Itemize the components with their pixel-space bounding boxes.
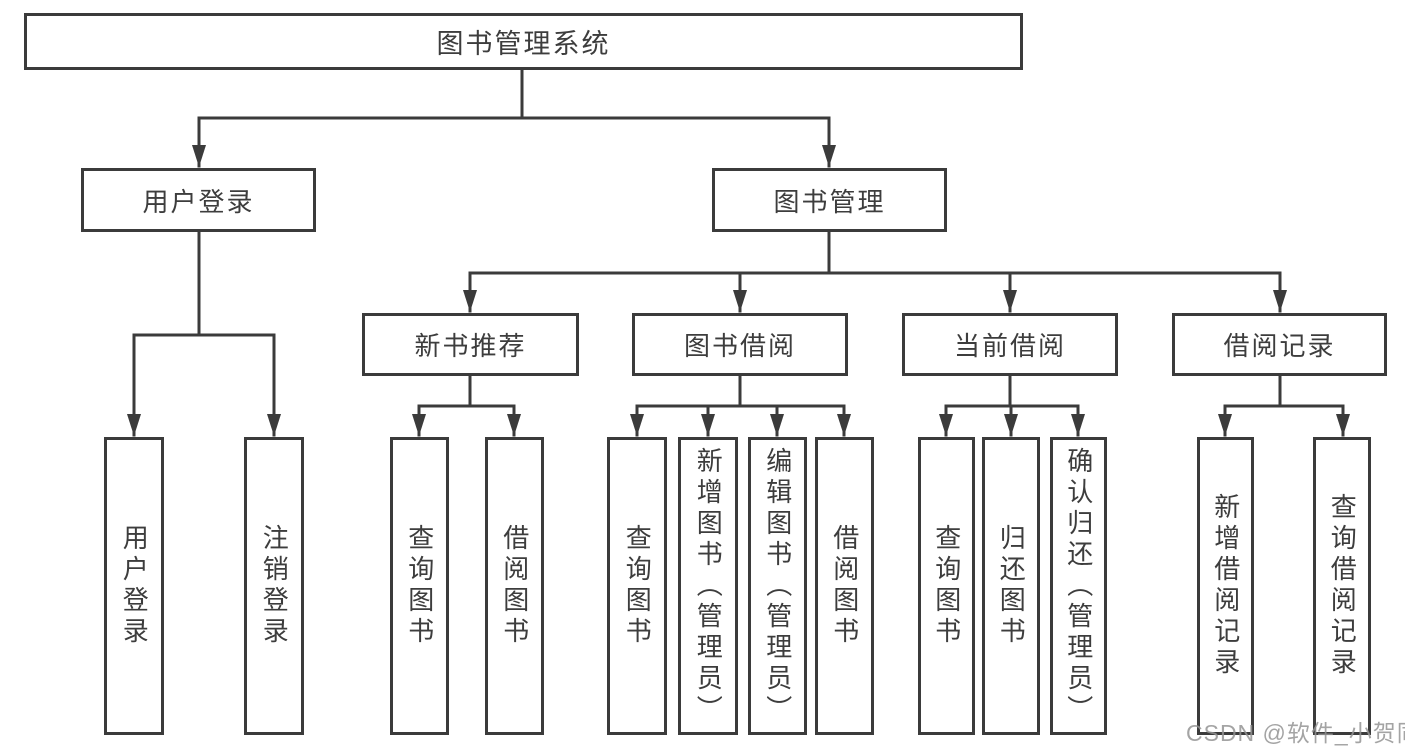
edges-book-borrow xyxy=(630,374,851,437)
node-leaf-query-book-1: 查询图书 xyxy=(390,437,449,735)
edges-book-management xyxy=(463,230,1287,313)
edges-user-login xyxy=(127,230,281,437)
node-leaf-query-borrow-record: 查询借阅记录 xyxy=(1313,437,1371,735)
node-leaf-add-book-admin: 新增图书（管理员） xyxy=(678,437,738,735)
node-library-management-system: 图书管理系统 xyxy=(24,13,1023,70)
node-borrow-records: 借阅记录 xyxy=(1172,313,1387,376)
node-leaf-confirm-return-admin: 确认归还（管理员） xyxy=(1050,437,1107,735)
node-new-book-recommend: 新书推荐 xyxy=(362,313,579,376)
node-leaf-logout: 注销登录 xyxy=(244,437,304,735)
node-leaf-query-book-2: 查询图书 xyxy=(607,437,667,735)
node-current-borrow: 当前借阅 xyxy=(902,313,1118,376)
node-leaf-borrow-book-1: 借阅图书 xyxy=(485,437,544,735)
csdn-watermark: CSDN @软件_小贺同学 xyxy=(1186,720,1405,746)
edges-root xyxy=(192,68,836,168)
edges-current-borrow xyxy=(939,374,1085,437)
node-book-borrow: 图书借阅 xyxy=(632,313,848,376)
node-leaf-return-book: 归还图书 xyxy=(982,437,1040,735)
edges-borrow-records xyxy=(1218,374,1350,437)
node-leaf-user-login: 用户登录 xyxy=(104,437,164,735)
edges-new-book xyxy=(412,374,521,437)
node-user-login: 用户登录 xyxy=(81,168,316,232)
node-leaf-edit-book-admin: 编辑图书（管理员） xyxy=(748,437,807,735)
node-leaf-borrow-book-2: 借阅图书 xyxy=(815,437,874,735)
node-leaf-query-book-3: 查询图书 xyxy=(918,437,975,735)
node-book-management: 图书管理 xyxy=(712,168,947,232)
node-leaf-add-borrow-record: 新增借阅记录 xyxy=(1197,437,1254,735)
